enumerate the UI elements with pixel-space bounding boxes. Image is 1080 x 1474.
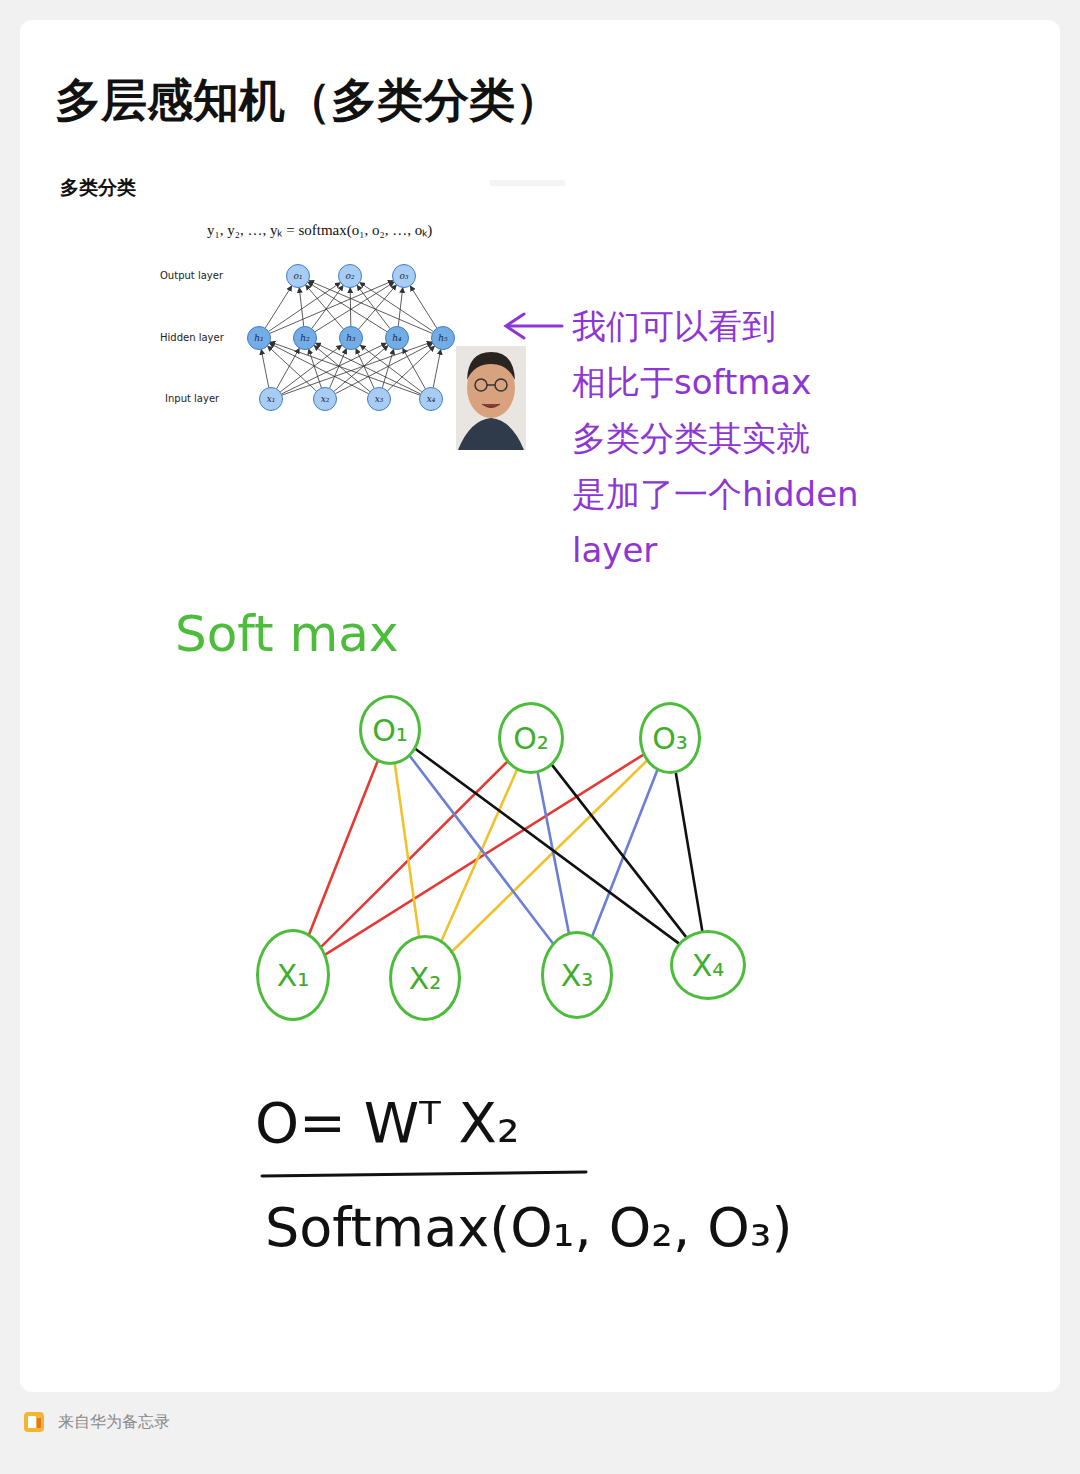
handwritten-formula: Softmax(O₁, O₂, O₃)	[265, 1196, 792, 1259]
network-neuron: X₂	[389, 935, 461, 1021]
faint-mark	[490, 180, 565, 186]
connection-line	[282, 343, 386, 394]
connection-line	[261, 350, 268, 387]
connection-line	[382, 350, 393, 388]
connection-line	[326, 755, 643, 954]
connection-line	[314, 346, 369, 392]
presenter-photo	[456, 346, 526, 450]
connection-line	[538, 773, 569, 932]
neuron-label: h₂	[300, 333, 309, 343]
neuron-label: O₁	[372, 713, 408, 748]
connection-line	[336, 344, 433, 394]
connection-line	[308, 282, 387, 331]
connection-line	[593, 771, 658, 936]
connection-line	[309, 762, 377, 934]
neuron-label: h₅	[438, 333, 447, 343]
handwritten-heading: Soft max	[175, 605, 399, 663]
connection-line	[410, 286, 436, 328]
network-neuron: X₁	[256, 929, 330, 1021]
footer-source: 来自华为备忘录	[58, 1412, 170, 1433]
neuron-label: x₂	[321, 394, 330, 404]
connection-line	[299, 288, 303, 326]
neuron-circle: h₅	[431, 326, 455, 350]
neuron-label: h₃	[346, 333, 355, 343]
connection-line	[676, 773, 702, 930]
network-neuron: O₁	[359, 695, 421, 765]
connection-line	[433, 350, 440, 387]
connection-line	[270, 281, 393, 334]
connection-line	[395, 765, 419, 936]
neuron-label: x₄	[427, 394, 436, 404]
neuron-label: x₃	[375, 394, 384, 404]
page-title: 多层感知机（多类分类）	[55, 70, 561, 132]
layer-name: Output layer	[160, 270, 223, 281]
connection-line	[360, 283, 433, 332]
network-neuron: O₂	[498, 702, 564, 774]
neuron-circle: h₂	[293, 326, 317, 350]
app-icon	[24, 1412, 44, 1432]
connection-line	[306, 285, 343, 329]
neuron-circle: o₁	[286, 264, 310, 288]
network-neuron: X₄	[670, 930, 746, 1000]
connection-line	[410, 757, 552, 943]
neuron-label: O₂	[513, 721, 549, 756]
note-card	[20, 20, 1060, 1392]
neuron-label: O₃	[652, 721, 688, 756]
connection-line	[359, 285, 396, 329]
neuron-label: o₂	[345, 271, 354, 281]
neuron-circle: o₃	[392, 264, 416, 288]
neuron-circle: x₁	[259, 387, 283, 411]
connection-line	[269, 283, 340, 331]
neuron-label: x₁	[267, 394, 276, 404]
neuron-label: X₁	[277, 958, 310, 993]
neuron-circle: x₃	[367, 387, 391, 411]
neuron-label: X₂	[409, 961, 442, 996]
neuron-label: o₃	[399, 271, 408, 281]
fraction-line	[262, 1172, 586, 1176]
connection-line	[552, 765, 685, 936]
connection-line	[403, 349, 425, 389]
neuron-label: o₁	[293, 271, 302, 281]
neuron-circle: h₄	[385, 326, 409, 350]
section-heading: 多类分类	[60, 175, 136, 201]
network-neuron: O₃	[639, 702, 701, 774]
layer-name: Hidden layer	[160, 332, 224, 343]
connection-line	[315, 282, 394, 331]
connection-line	[350, 288, 352, 326]
connection-line	[312, 286, 343, 329]
connection-line	[356, 349, 374, 388]
layer-name: Input layer	[165, 393, 219, 404]
neuron-label: h₄	[392, 333, 401, 343]
handwritten-note: 我们可以看到 相比于softmax 多类分类其实就 是加了一个hidden la…	[572, 298, 872, 578]
neuron-circle: h₁	[247, 326, 271, 350]
callout-arrow	[506, 314, 562, 338]
connection-line	[265, 286, 291, 328]
neuron-circle: x₂	[313, 387, 337, 411]
neuron-label: h₁	[254, 333, 263, 343]
network-neuron: X₃	[541, 931, 613, 1019]
neuron-circle: o₂	[338, 264, 362, 288]
neuron-circle: x₄	[419, 387, 443, 411]
connection-line	[361, 345, 422, 391]
connection-line	[268, 346, 316, 391]
connection-line	[453, 761, 647, 951]
connection-line	[277, 349, 299, 389]
connection-line	[309, 281, 432, 334]
connection-line	[270, 343, 369, 393]
neuron-label: X₄	[692, 948, 725, 983]
connection-line	[416, 749, 679, 943]
neuron-circle: h₃	[339, 326, 363, 350]
neuron-label: X₃	[561, 958, 594, 993]
handwritten-formula: O= Wᵀ X₂	[255, 1090, 519, 1155]
formula: y₁, y₂, …, yₖ = softmax(o₁, o₂, …, oₖ)	[207, 219, 432, 239]
